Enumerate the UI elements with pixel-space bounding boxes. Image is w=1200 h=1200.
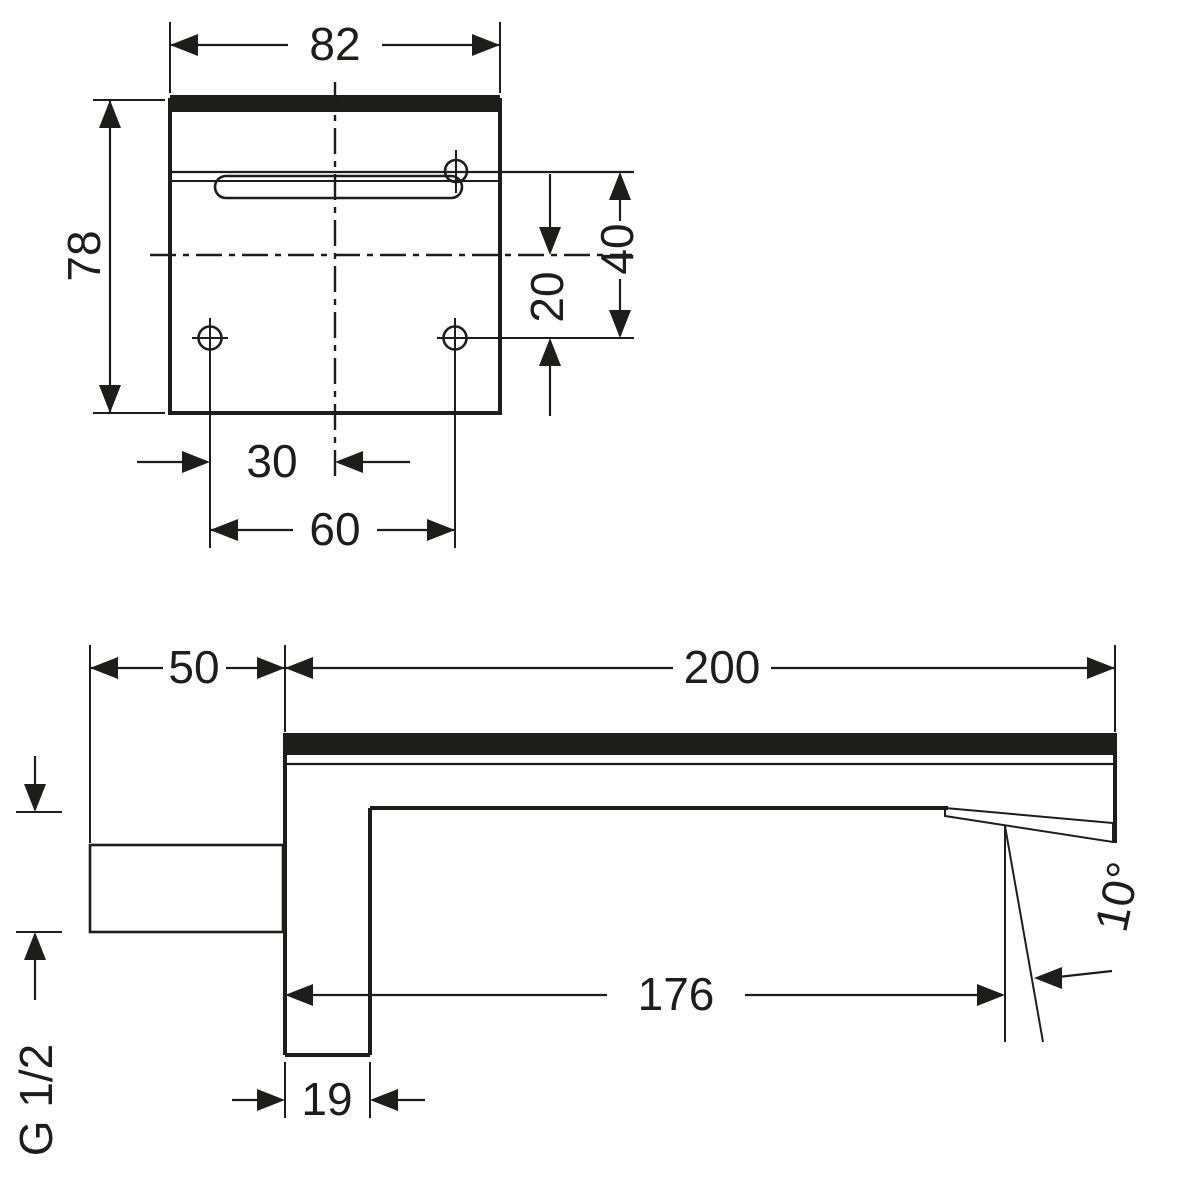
arrowhead bbox=[285, 657, 313, 679]
arrowhead bbox=[977, 984, 1005, 1006]
side-view: 50 200 G 1/2 bbox=[10, 641, 1150, 1156]
dim-body-width-label: 19 bbox=[301, 1073, 352, 1125]
arrowhead bbox=[609, 310, 631, 338]
outlet-slot bbox=[213, 174, 464, 200]
dimension-center-to-holes-20: 20 bbox=[521, 174, 573, 416]
spout-body bbox=[88, 733, 1117, 1057]
arrowhead bbox=[182, 451, 210, 473]
arrowhead bbox=[285, 984, 313, 1006]
dimension-thread-g12: G 1/2 bbox=[10, 756, 62, 1156]
arrowhead bbox=[609, 172, 631, 200]
arrowhead bbox=[210, 519, 238, 541]
dim-hole-spacing-label: 60 bbox=[309, 503, 360, 555]
dim-outlet-angle-label: 10° bbox=[1085, 857, 1150, 936]
aerator-strip bbox=[944, 806, 1114, 844]
dimension-body-width-19: 19 bbox=[232, 1062, 425, 1125]
arrowhead bbox=[90, 657, 118, 679]
faceplate-body bbox=[150, 82, 634, 548]
thread-size-label: G 1/2 bbox=[10, 1044, 62, 1157]
dimension-width-82: 82 bbox=[169, 18, 501, 93]
dimension-hole-spacing-60: 60 bbox=[210, 503, 455, 555]
dim-spout-length-label: 200 bbox=[684, 641, 761, 693]
arrowhead bbox=[1087, 657, 1115, 679]
arrowhead bbox=[539, 338, 561, 366]
dim-wall-depth-label: 50 bbox=[168, 641, 219, 693]
dim-outlet-to-holes-label: 40 bbox=[591, 223, 643, 274]
arrowhead bbox=[99, 385, 121, 413]
dimension-spout-length-200: 200 bbox=[285, 641, 1115, 693]
arrowhead bbox=[1034, 967, 1062, 989]
extension-lines-top bbox=[89, 645, 1116, 843]
dim-outlet-projection-label: 176 bbox=[638, 968, 715, 1020]
arrowhead bbox=[24, 784, 46, 812]
dimension-height-78: 78 bbox=[58, 99, 165, 414]
thread-connector bbox=[88, 843, 285, 934]
dimension-outlet-to-holes-40: 40 bbox=[591, 172, 643, 338]
angle-slanted-line bbox=[1004, 825, 1044, 1043]
arrowhead bbox=[170, 34, 198, 56]
arrowhead bbox=[257, 657, 285, 679]
front-view: 82 78 20 40 3 bbox=[58, 18, 643, 555]
arrowhead bbox=[335, 451, 363, 473]
arrowhead bbox=[472, 34, 500, 56]
arrowhead bbox=[539, 227, 561, 255]
arrowhead bbox=[370, 1089, 398, 1111]
dimension-wall-depth-50: 50 bbox=[90, 641, 285, 693]
dim-hole-to-center-label: 30 bbox=[246, 435, 297, 487]
dimension-outlet-projection-176: 176 bbox=[285, 968, 1005, 1020]
dimension-outlet-angle-10: 10° bbox=[1004, 825, 1150, 1043]
dimension-hole-to-center-30: 30 bbox=[137, 435, 410, 487]
arrowhead bbox=[427, 519, 455, 541]
spout-top-plate bbox=[285, 733, 1115, 755]
arrowhead bbox=[99, 100, 121, 128]
dim-center-to-holes-label: 20 bbox=[521, 271, 573, 322]
arrowhead bbox=[257, 1089, 285, 1111]
dim-width-label: 82 bbox=[309, 18, 360, 70]
arrowhead bbox=[24, 932, 46, 960]
dim-height-label: 78 bbox=[58, 230, 110, 281]
